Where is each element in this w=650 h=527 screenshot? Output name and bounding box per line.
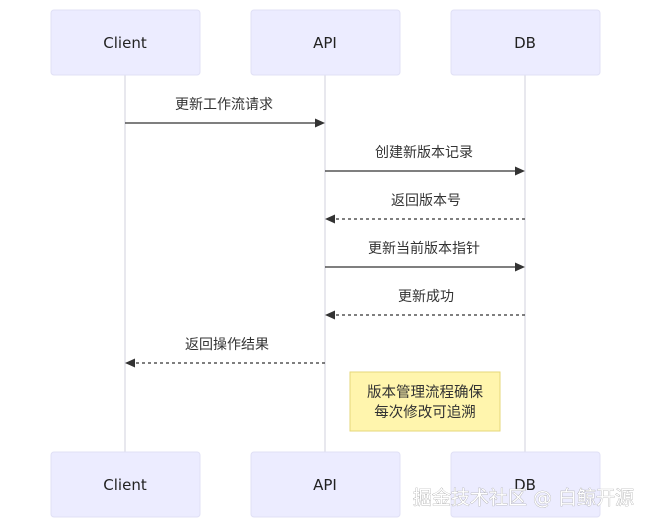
arrowhead-left-icon <box>325 214 335 224</box>
actor-db-bottom: DB <box>450 451 601 518</box>
message-5: 更新成功 <box>325 289 525 320</box>
message-2: 创建新版本记录 <box>325 145 525 176</box>
watermark-text: 掘金技术社区 @ 白鲸开源 <box>413 487 634 509</box>
actor-label: DB <box>514 476 536 494</box>
actor-client-top: Client <box>50 9 201 76</box>
messages: 更新工作流请求 创建新版本记录 返回版本号 更新当前版本指针 更新成功 <box>125 97 525 368</box>
lifelines <box>124 75 526 452</box>
actor-client-bottom: Client <box>50 451 201 518</box>
message-label: 更新当前版本指针 <box>368 240 480 257</box>
message-label: 更新工作流请求 <box>175 97 273 113</box>
message-6: 返回操作结果 <box>125 337 325 368</box>
arrowhead-left-icon <box>325 310 335 320</box>
actor-label: API <box>313 34 337 52</box>
actor-label: DB <box>514 34 536 52</box>
arrowhead-right-icon <box>515 166 525 176</box>
top-actors: Client API DB <box>50 9 601 76</box>
actor-api-bottom: API <box>250 451 401 518</box>
bottom-actors: Client API DB <box>50 451 601 518</box>
message-label: 返回操作结果 <box>185 337 269 353</box>
actor-label: API <box>313 476 337 494</box>
message-4: 更新当前版本指针 <box>325 240 525 272</box>
arrowhead-left-icon <box>125 358 135 368</box>
actor-db-top: DB <box>450 9 601 76</box>
actor-label: Client <box>103 34 147 52</box>
note-line-1: 版本管理流程确保 <box>367 384 483 401</box>
message-label: 创建新版本记录 <box>375 145 473 161</box>
actor-label: Client <box>103 476 147 494</box>
arrowhead-right-icon <box>515 262 525 272</box>
note-line-2: 每次修改可追溯 <box>374 404 476 421</box>
message-label: 返回版本号 <box>391 193 461 209</box>
note: 版本管理流程确保 每次修改可追溯 <box>349 371 501 432</box>
actor-api-top: API <box>250 9 401 76</box>
message-3: 返回版本号 <box>325 193 525 224</box>
message-label: 更新成功 <box>398 289 454 305</box>
message-1: 更新工作流请求 <box>125 97 325 128</box>
note-box <box>349 371 501 432</box>
arrowhead-right-icon <box>315 118 325 128</box>
